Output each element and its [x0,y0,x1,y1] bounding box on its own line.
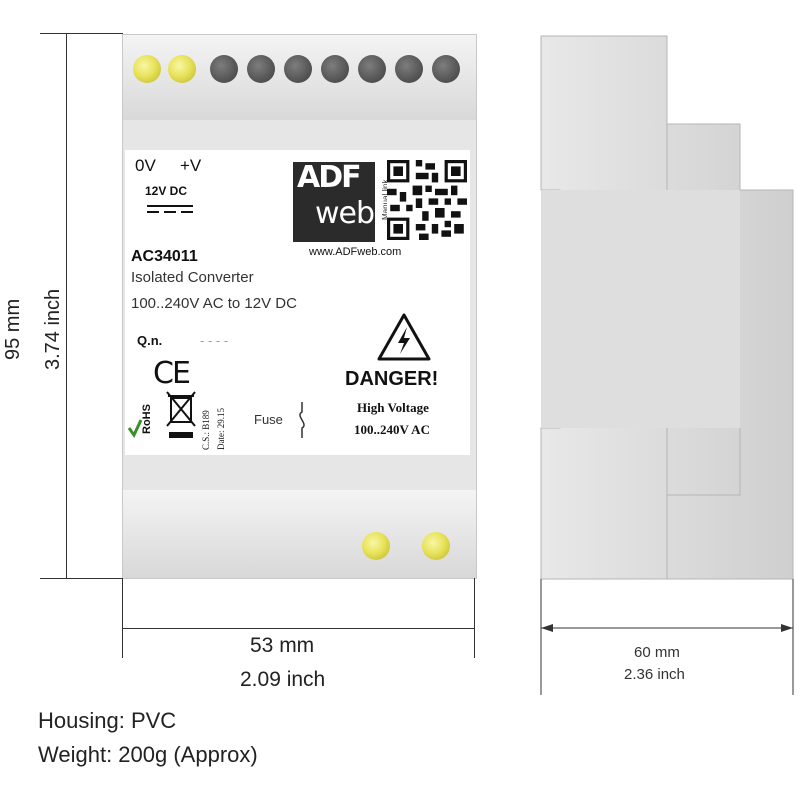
width-inch-label: 2.09 inch [240,668,326,691]
ce-mark: CE [153,356,191,391]
adfweb-logo: ADF web [293,160,375,242]
terminal-screw [362,532,390,560]
fuse-label: Fuse [254,412,283,427]
terminal-screw [284,55,312,83]
dc-symbol-icon [147,205,193,215]
height-inch-label: 3.74 inch [42,288,64,370]
width-extension-right [474,578,475,658]
height-extension-bottom [40,578,123,579]
qn-label: Q.n. [137,333,163,348]
high-voltage-label: High Voltage [357,400,429,415]
housing-spec: Housing: PVC [38,708,177,733]
logo-adf: ADF [297,160,362,195]
width-extension-left [122,578,123,658]
width-dimension-line [122,628,475,629]
weee-bin-icon [166,391,196,438]
terminal-screw [395,55,423,83]
fuse-symbol-icon [299,402,305,438]
depth-mm-label: 60 mm [634,644,680,661]
terminal-screw [422,532,450,560]
depth-inch-label: 2.36 inch [624,666,685,683]
cs-label: C.S.: B189 [201,410,211,450]
date-label: Date: 29.15 [216,408,226,450]
supply-label: 12V DC [145,184,188,198]
width-mm-label: 53 mm [250,634,315,657]
weight-spec: Weight: 200g (Approx) [38,742,258,767]
height-mm-label: 95 mm [2,298,24,360]
model-label: AC34011 [131,248,198,265]
terminal-screw [358,55,386,83]
danger-label: DANGER! [345,368,439,390]
terminal-screw [210,55,238,83]
qn-value: - - - - [200,333,229,348]
high-voltage-range-label: 100..240V AC [354,422,430,437]
website-label: www.ADFweb.com [309,246,402,258]
high-voltage-warning-icon [377,313,431,361]
terminal-screw [168,55,196,83]
logo-web: web [315,196,375,231]
housing-bottom [122,490,477,579]
terminal-screw [321,55,349,83]
terminal-screw [133,55,161,83]
rohs-check-icon [127,419,143,438]
height-dimension-line [66,33,67,579]
terminal-pv-label: +V [180,156,202,175]
side-view [540,35,794,695]
product-label: 0V +V 12V DC ADF web Manual link [125,150,470,455]
terminal-screw [432,55,460,83]
qr-code-icon [387,160,467,240]
front-view: 0V +V 12V DC ADF web Manual link [2,33,477,691]
terminal-0v-label: 0V [135,156,156,175]
terminal-screw [247,55,275,83]
height-extension-top [40,33,123,34]
description-line1: Isolated Converter [131,269,254,286]
description-line2: 100..240V AC to 12V DC [131,295,297,312]
